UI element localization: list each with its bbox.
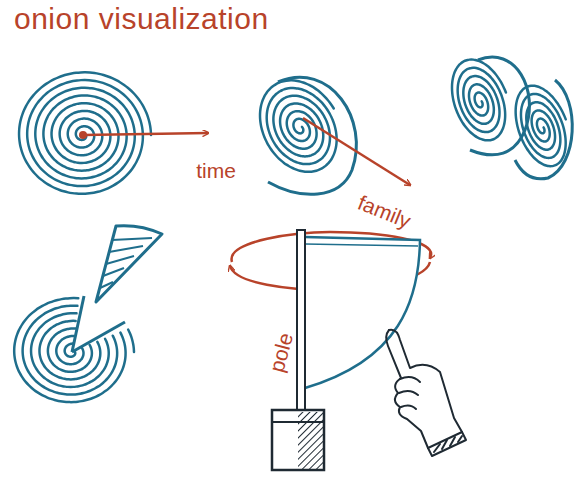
time-arrow	[83, 133, 208, 135]
split-half-face	[452, 60, 506, 141]
cut-onion-spiral	[56, 336, 83, 364]
split-half-dome	[515, 80, 572, 179]
part-label: pole	[266, 330, 297, 374]
hand-outline	[389, 330, 462, 432]
hand-outline	[386, 330, 428, 448]
cut-onion-spiral	[128, 330, 134, 352]
wedge-stripe	[106, 256, 134, 264]
cut-onion-spiral	[39, 321, 100, 380]
pointing-hand	[386, 330, 466, 456]
cut-onion-spiral	[48, 328, 92, 371]
wedge-stripes	[100, 238, 152, 288]
title: onion visualization	[14, 4, 269, 34]
wedge-stripe	[112, 238, 152, 240]
pole	[297, 230, 305, 412]
cuff-shade	[434, 436, 462, 452]
pole-base-shade	[298, 412, 323, 469]
cuff	[428, 432, 466, 456]
flag	[305, 237, 420, 388]
cut-edge	[72, 296, 84, 352]
family-arrow	[303, 118, 410, 185]
cut-edge	[72, 322, 125, 352]
axis-label: time	[196, 160, 236, 181]
pole-base	[272, 410, 324, 470]
split-half-face	[516, 86, 566, 166]
half-onion-face	[260, 80, 337, 171]
cut-onion-spiral	[23, 306, 118, 395]
wedge-stripe	[109, 246, 143, 252]
pole-base-edge	[272, 421, 324, 423]
wedge-piece	[96, 226, 162, 302]
flag-edge	[305, 244, 418, 246]
axis-label: family	[355, 191, 414, 231]
onion-drawings	[14, 57, 572, 402]
cut-onion-spiral	[31, 313, 109, 387]
finger-lines	[399, 377, 420, 409]
cut-onion-spiral	[14, 298, 125, 402]
wedge-stripe	[100, 282, 113, 288]
wedge-stripe	[103, 268, 124, 276]
